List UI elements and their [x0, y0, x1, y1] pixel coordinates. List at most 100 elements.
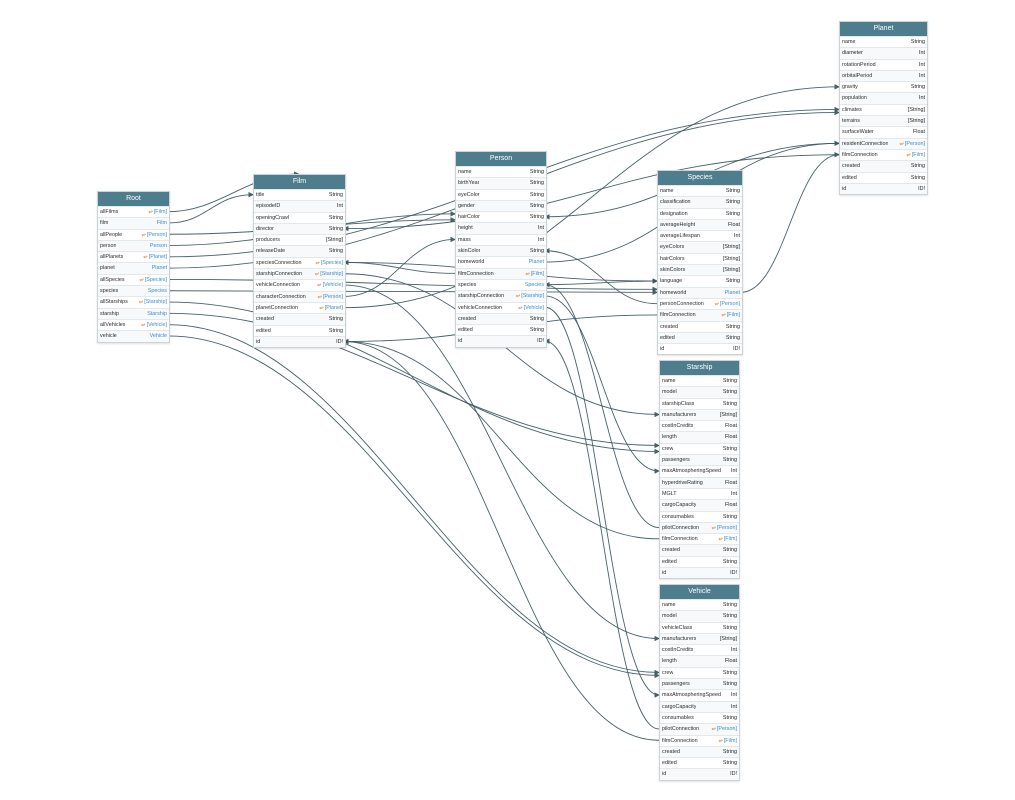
field-row[interactable]: filmConnection⥂[Film] — [840, 148, 927, 160]
field-type[interactable]: Species — [525, 280, 544, 290]
field-type[interactable]: Planet — [725, 288, 740, 298]
field-row[interactable]: terrains[String] — [840, 115, 927, 127]
field-row[interactable]: pilotConnection⥂[Person] — [660, 521, 739, 534]
field-type[interactable]: ⥂[Person] — [900, 139, 925, 149]
field-row[interactable]: starshipConnection⥂[Starship] — [254, 268, 345, 280]
field-type[interactable]: ⥂[Vehicle] — [141, 320, 167, 330]
field-row[interactable]: characterConnection⥂[Person] — [254, 290, 345, 302]
field-type[interactable]: ⥂[Film] — [525, 269, 544, 279]
field-row[interactable]: speciesConnection⥂[Species] — [254, 256, 345, 268]
field-row[interactable]: planetConnection⥂[Planet] — [254, 301, 345, 313]
field-row[interactable]: filmConnection⥂[Film] — [660, 533, 739, 544]
field-type[interactable]: Species — [148, 286, 167, 296]
field-row[interactable]: starshipConnection⥂[Starship] — [456, 290, 546, 302]
field-row[interactable]: skinColors[String] — [658, 264, 742, 276]
field-row[interactable]: filmConnection⥂[Film] — [660, 734, 739, 746]
field-type[interactable]: Starship — [147, 309, 167, 319]
field-type[interactable]: ⥂[Starship] — [139, 297, 167, 307]
field-type[interactable]: ⥂[Film] — [718, 736, 737, 746]
field-type[interactable]: ⥂[Film] — [906, 150, 925, 160]
field-type[interactable]: ⥂[Person] — [318, 292, 343, 302]
field-type[interactable]: ⥂[Vehicle] — [317, 280, 343, 290]
field-type[interactable]: ⥂[Person] — [142, 230, 167, 240]
field-type[interactable]: ⥂[Starship] — [315, 269, 343, 279]
field-row[interactable]: allPeople⥂[Person] — [98, 228, 169, 240]
field-row[interactable]: pilotConnection⥂[Person] — [660, 723, 739, 735]
field-type[interactable]: Vehicle — [150, 331, 167, 341]
field-row[interactable]: residentConnection⥂[Person] — [840, 137, 927, 149]
field-row[interactable]: eyeColors[String] — [658, 241, 742, 253]
field-row[interactable]: climates[String] — [840, 103, 927, 115]
field-type[interactable]: ⥂[Person] — [712, 523, 737, 533]
field-row[interactable]: allFilms⥂[Film] — [98, 206, 169, 217]
field-type[interactable]: Person — [150, 241, 167, 251]
field-row[interactable]: filmConnection⥂[Film] — [658, 309, 742, 321]
field-row[interactable]: hairColors[String] — [658, 252, 742, 264]
field-row[interactable]: manufacturers[String] — [660, 408, 739, 421]
field-type[interactable]: ⥂[Starship] — [516, 291, 544, 301]
field-type[interactable]: ⥂[Species] — [315, 258, 343, 268]
field-type[interactable]: Planet — [152, 263, 167, 273]
field-type[interactable]: ⥂[Film] — [718, 534, 737, 544]
field-type[interactable]: ⥂[Person] — [715, 299, 740, 309]
